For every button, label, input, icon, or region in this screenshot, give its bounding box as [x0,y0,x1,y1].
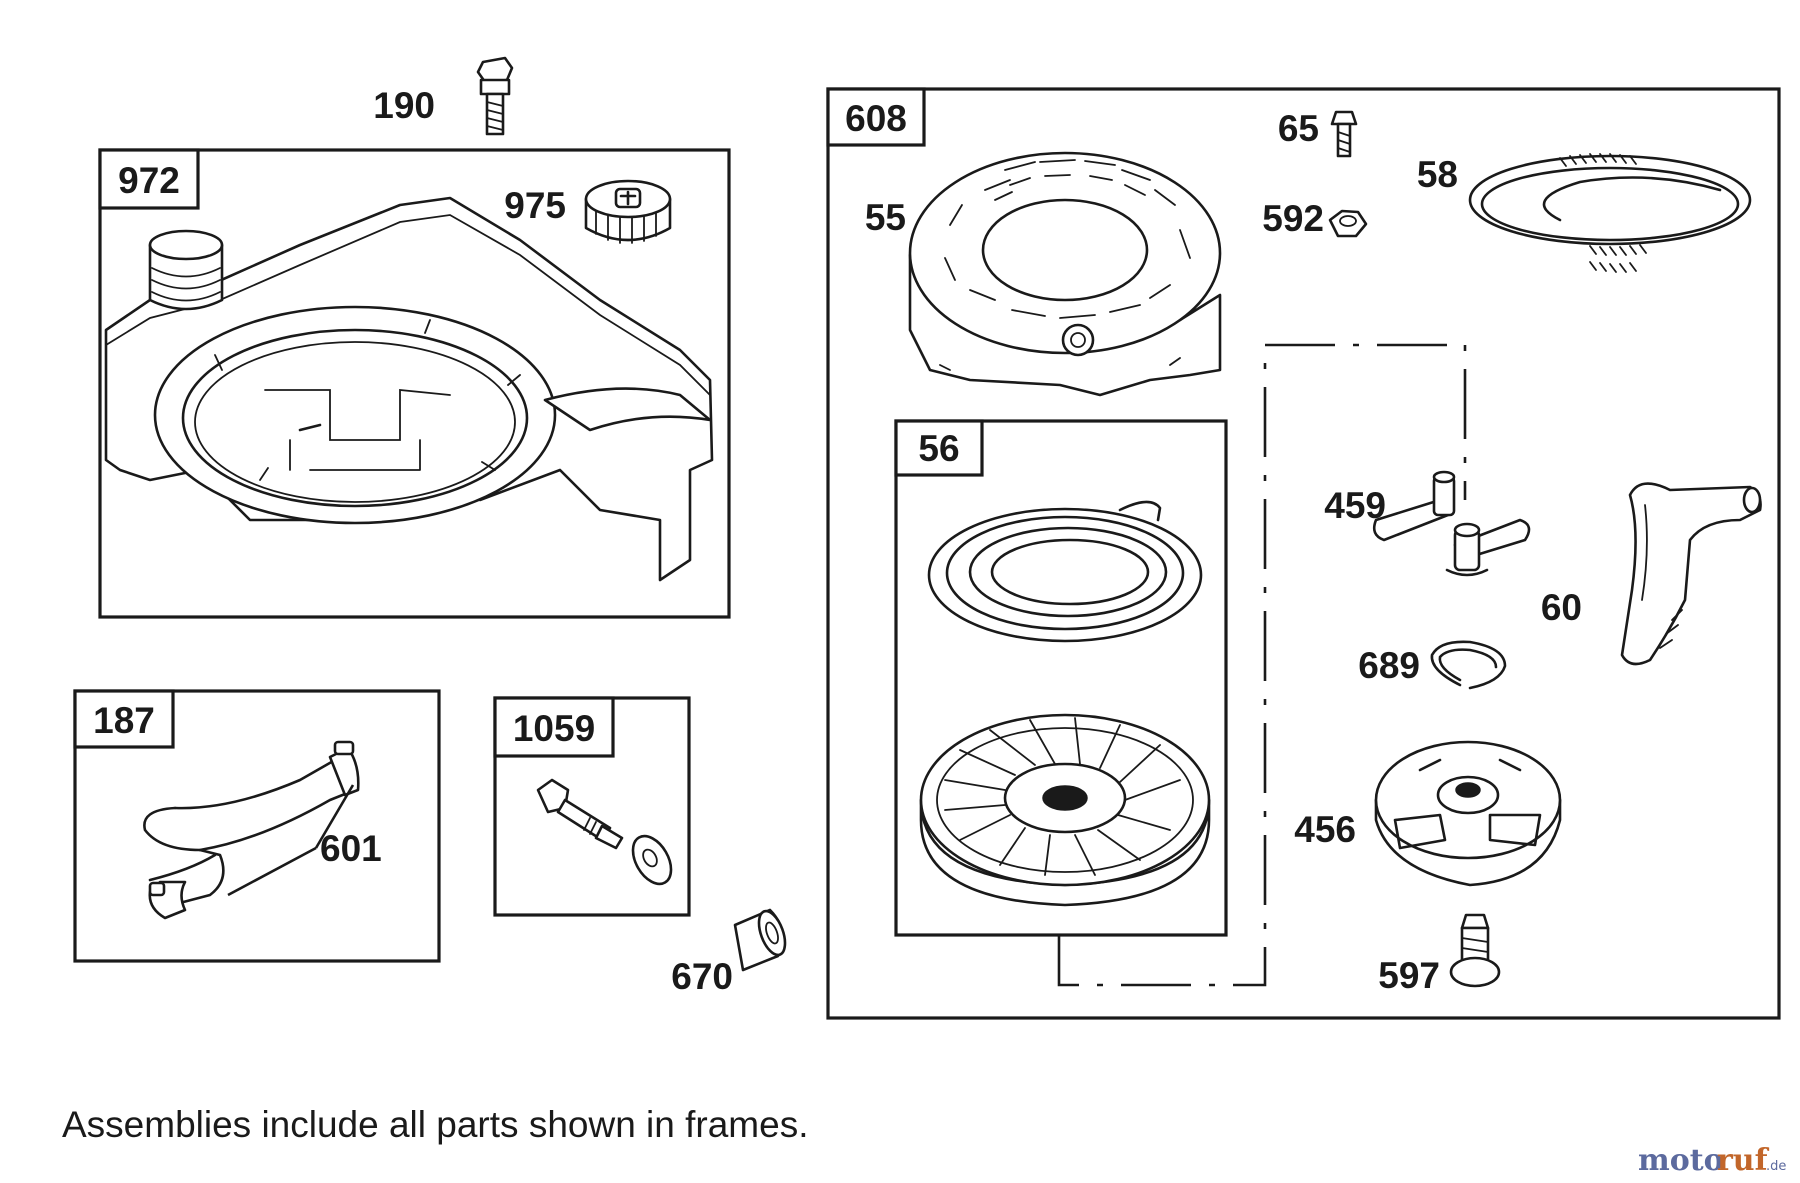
label-975: 975 [504,185,566,226]
retaining-ring-689-icon [1430,640,1507,690]
oil-cap-975-icon [584,179,672,244]
label-187: 187 [93,700,155,741]
watermark-suffix: .de [1766,1159,1786,1174]
leader-601 [227,846,317,897]
frame-56: 56 [894,419,1228,937]
frame-187: 187 [73,689,441,963]
ratchet-456-icon [1374,740,1562,887]
starter-rope-58-icon [1468,153,1752,273]
label-1059: 1059 [513,708,595,749]
pulley-icon [919,713,1211,907]
label-608: 608 [845,98,907,139]
fuel-tank-housing-972-icon [104,196,714,582]
label-601: 601 [320,828,382,869]
label-456: 456 [1294,809,1356,850]
watermark-part1: moto [1638,1143,1724,1178]
label-65: 65 [1278,108,1319,149]
label-689: 689 [1358,645,1420,686]
label-972: 972 [118,160,180,201]
label-597: 597 [1378,955,1440,996]
pawl-459-icon [1372,470,1531,577]
frame-608: 608 [826,87,1781,1020]
blower-housing-55-icon [908,151,1222,397]
screw-65-icon [1330,110,1358,158]
label-60: 60 [1541,587,1582,628]
label-670: 670 [671,956,733,997]
label-58: 58 [1417,154,1458,195]
assembly-connector-lines [1057,343,1467,987]
assembly-caption: Assemblies include all parts shown in fr… [62,1104,809,1145]
bolt-190-icon [476,56,514,136]
label-56: 56 [918,428,959,469]
label-592: 592 [1262,198,1324,239]
label-190: 190 [373,85,435,126]
hose-601-icon [143,740,360,920]
leader-601b [314,784,355,849]
screw-597-icon [1449,913,1501,988]
label-459: 459 [1324,485,1386,526]
sleeve-670-icon [733,908,787,972]
label-55: 55 [865,197,906,238]
nut-592-icon [1328,209,1368,238]
frame-1059: 1059 [493,696,691,917]
bolt-1059-icon [536,778,673,886]
watermark-logo: moto ruf .de [1638,1143,1786,1178]
recoil-spring-icon [927,500,1203,643]
starter-handle-60-icon [1620,482,1762,666]
watermark-part2: ruf [1717,1143,1770,1178]
frame-972: 972 [98,148,731,619]
